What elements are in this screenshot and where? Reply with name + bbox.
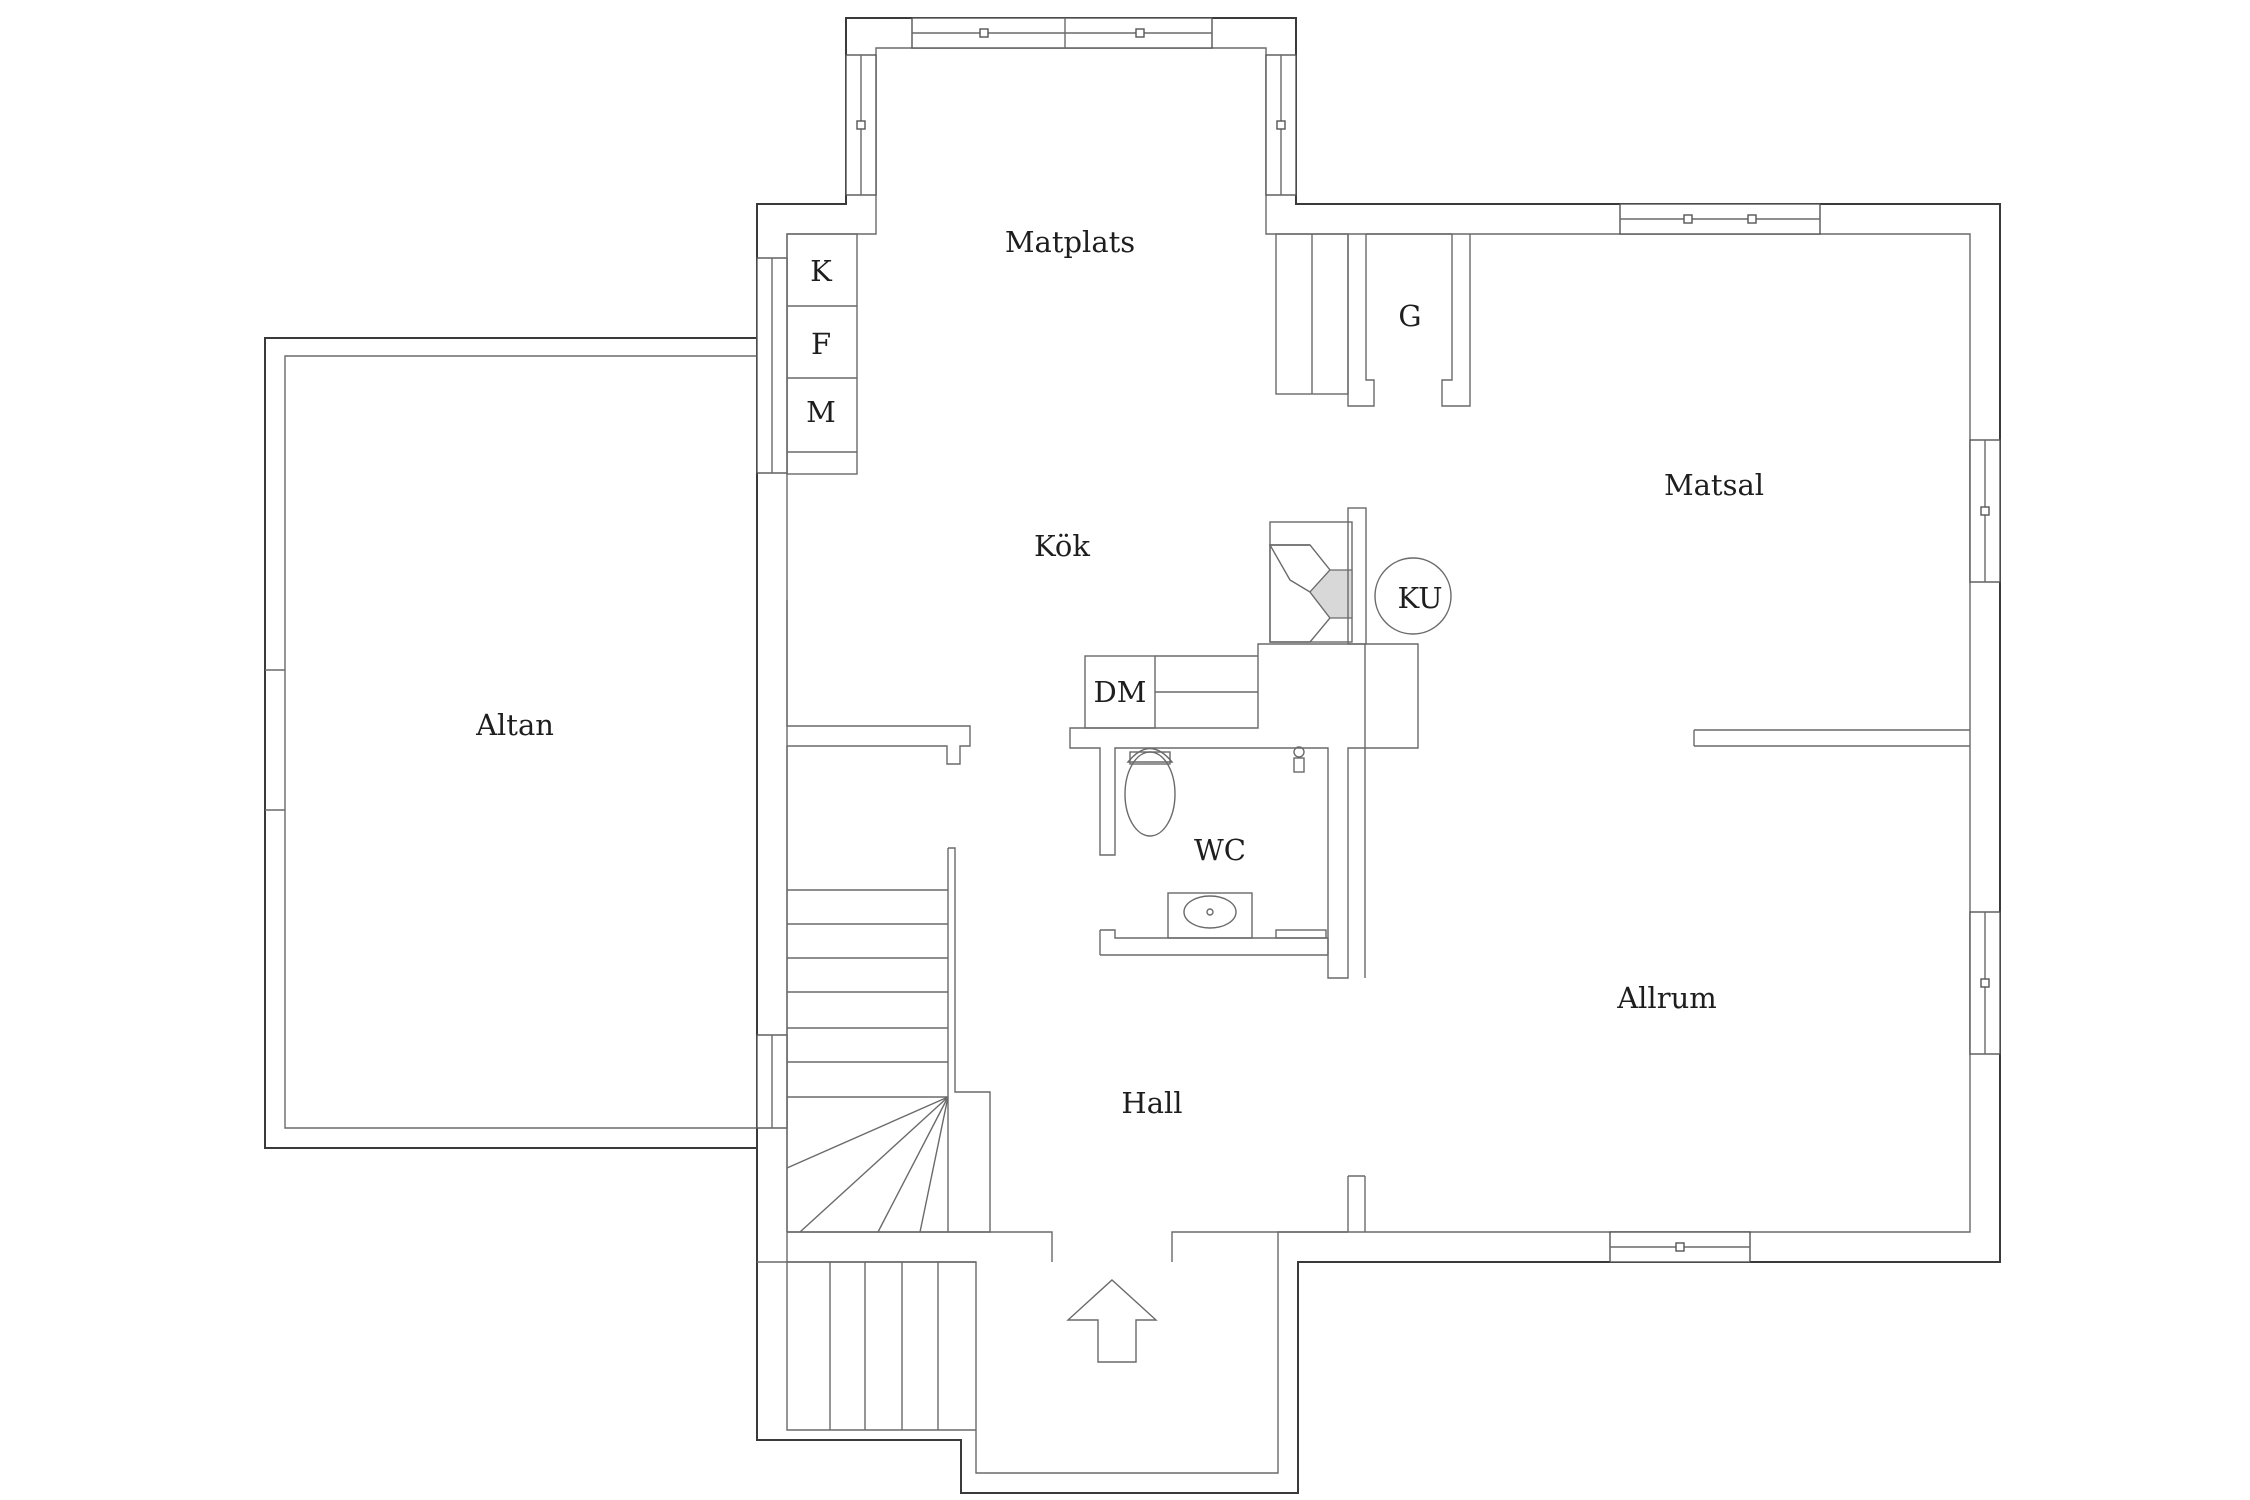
wc-fixtures xyxy=(1124,746,1327,939)
fixture-label-k: K xyxy=(810,254,833,288)
wardrobe-g xyxy=(1275,233,1471,407)
room-label-hall: Hall xyxy=(1121,1086,1182,1120)
ku-unit xyxy=(1374,557,1452,635)
kitchen-partition xyxy=(786,600,971,1232)
windows xyxy=(756,17,2001,1263)
chimney xyxy=(1268,507,1367,645)
room-label-matsal: Matsal xyxy=(1664,468,1764,502)
altan-terrace xyxy=(264,337,758,1149)
room-label-wc: WC xyxy=(1194,833,1246,867)
room-label-altan: Altan xyxy=(475,708,554,742)
entrance-porch xyxy=(757,1261,976,1431)
room-label-kok: Kök xyxy=(1034,529,1090,563)
entrance-arrow-icon xyxy=(1066,1279,1158,1363)
fixture-label-f: F xyxy=(811,327,831,361)
house-outer-wall xyxy=(756,17,2001,1494)
fixture-label-dm: DM xyxy=(1094,675,1147,709)
fixture-label-ku: KU xyxy=(1397,581,1442,615)
kitchen-appliances xyxy=(786,233,858,475)
internal-walls xyxy=(787,729,1970,1262)
room-labels: Matplats Kök Matsal Altan Hall Allrum WC… xyxy=(475,225,1764,1120)
fixture-label-m: M xyxy=(806,395,836,429)
room-label-matplats: Matplats xyxy=(1005,225,1135,259)
staircase xyxy=(786,847,991,1233)
room-label-allrum: Allrum xyxy=(1616,981,1717,1015)
fixture-label-g: G xyxy=(1398,299,1421,333)
